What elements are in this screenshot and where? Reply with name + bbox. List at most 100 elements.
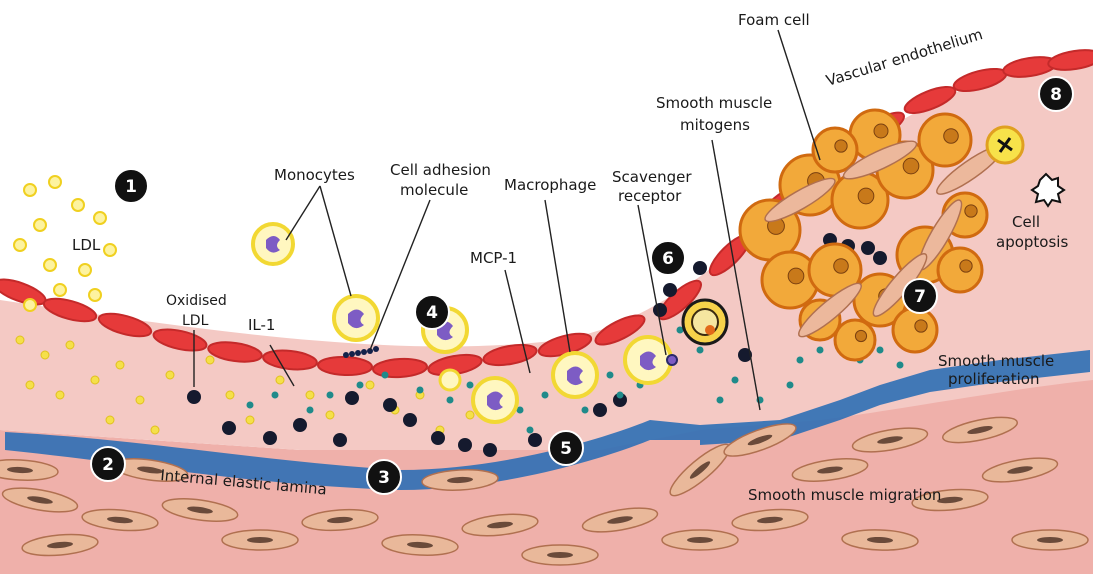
ldl-particle xyxy=(41,351,49,359)
ldl-particle xyxy=(366,381,374,389)
cytokine-particle xyxy=(697,347,704,354)
foam-cell-nucleus xyxy=(835,140,847,152)
label-foam-cell: Foam cell xyxy=(738,11,810,29)
oxidised-ldl-particle xyxy=(663,283,677,297)
ldl-particle xyxy=(56,391,64,399)
label-oxidised-ldl-1: Oxidised xyxy=(166,293,227,309)
step-number: 2 xyxy=(102,455,114,475)
oxidised-ldl-particle xyxy=(693,261,707,275)
ldl-particle xyxy=(24,299,36,311)
ldl-particle xyxy=(106,416,114,424)
cytokine-particle xyxy=(272,392,279,399)
ldl-particle xyxy=(276,376,284,384)
cytokine-particle xyxy=(582,407,589,414)
label-cell-apoptosis-1: Cell xyxy=(1012,213,1040,231)
step-number: 1 xyxy=(125,177,137,197)
label-oxidised-ldl-2: LDL xyxy=(182,313,209,329)
oxidised-ldl-particle xyxy=(528,433,542,447)
ldl-particle xyxy=(66,341,74,349)
ldl-particle xyxy=(72,199,84,211)
cytokine-particle xyxy=(817,347,824,354)
label-cell-apoptosis-2: apoptosis xyxy=(996,233,1068,251)
oxidised-ldl-particle xyxy=(222,421,236,435)
cytokine-particle xyxy=(787,382,794,389)
oxidised-ldl-particle xyxy=(873,251,887,265)
cytokine-particle xyxy=(607,372,614,379)
ldl-particle xyxy=(91,376,99,384)
cytokine-particle xyxy=(247,402,254,409)
foam-cell-nucleus xyxy=(834,259,849,274)
cytokine-particle xyxy=(897,362,904,369)
oxidised-ldl-particle xyxy=(293,418,307,432)
cytokine-particle xyxy=(542,392,549,399)
label-cell-adhesion-1: Cell adhesion xyxy=(390,161,491,179)
foam-cell-nucleus xyxy=(903,158,919,174)
label-scavenger-2: receptor xyxy=(618,187,682,205)
foam-cell xyxy=(813,128,857,172)
step-number: 8 xyxy=(1050,85,1062,105)
label-smooth-muscle-mitogens-1: Smooth muscle xyxy=(656,94,772,112)
cytokine-particle xyxy=(877,347,884,354)
foam-cell-nucleus xyxy=(944,129,959,144)
step-badge-4: 4 xyxy=(415,295,449,329)
label-cell-adhesion-2: molecule xyxy=(400,181,468,199)
ldl-particle xyxy=(26,381,34,389)
ldl-particle xyxy=(54,284,66,296)
foam-cell-nucleus xyxy=(855,330,866,341)
smooth-muscle-nucleus xyxy=(1037,537,1063,543)
ldl-particle xyxy=(104,244,116,256)
oxidised-ldl-particle xyxy=(431,431,445,445)
cytokine-particle xyxy=(307,407,314,414)
step-number: 5 xyxy=(560,439,572,459)
step-badge-8: 8 xyxy=(1039,77,1073,111)
oxidised-ldl-particle xyxy=(187,390,201,404)
foam-cell-nucleus xyxy=(788,268,804,284)
cytokine-particle xyxy=(417,387,424,394)
cytokine-particle xyxy=(527,427,534,434)
monocyte-adhering xyxy=(334,296,378,340)
oxidised-ldl-particle xyxy=(483,443,497,457)
step-badge-6: 6 xyxy=(651,241,685,275)
ldl-particle xyxy=(306,391,314,399)
oxidised-ldl-particle xyxy=(383,398,397,412)
cytokine-particle xyxy=(617,392,624,399)
ldl-particle xyxy=(24,184,36,196)
label-il1: IL-1 xyxy=(248,316,275,334)
cytokine-particle xyxy=(717,397,724,404)
ldl-particle xyxy=(246,416,254,424)
ldl-particle xyxy=(34,219,46,231)
step-badge-1: 1 xyxy=(114,169,148,203)
ldl-particle xyxy=(206,356,214,364)
cytokine-particle xyxy=(447,397,454,404)
ldl-particle xyxy=(166,371,174,379)
step-number: 7 xyxy=(914,287,926,307)
ldl-particle xyxy=(89,289,101,301)
smooth-muscle-nucleus xyxy=(687,537,713,543)
label-smooth-muscle-mitogens-2: mitogens xyxy=(680,116,750,134)
oxidised-ldl-particle xyxy=(593,403,607,417)
ldl-particle xyxy=(94,212,106,224)
step-badge-3: 3 xyxy=(367,460,401,494)
ldl-particle xyxy=(44,259,56,271)
cytokine-particle xyxy=(357,382,364,389)
foam-cell-nucleus xyxy=(858,188,874,204)
label-scavenger-1: Scavenger xyxy=(612,168,692,186)
ldl-particle xyxy=(151,426,159,434)
foam-cell-nucleus xyxy=(915,320,927,332)
oxidised-ldl-particle xyxy=(333,433,347,447)
label-monocytes: Monocytes xyxy=(274,166,355,184)
ldl-particle xyxy=(466,411,474,419)
foam-cell xyxy=(835,320,875,360)
label-ldl: LDL xyxy=(72,236,101,254)
step-badge-5: 5 xyxy=(549,431,583,465)
cytokine-particle xyxy=(732,377,739,384)
cytokine-particle xyxy=(797,357,804,364)
ldl-particle xyxy=(136,396,144,404)
foam-cell-nucleus xyxy=(874,124,888,138)
ldl-particle xyxy=(16,336,24,344)
foam-cell-early xyxy=(683,300,727,344)
step-badge-7: 7 xyxy=(903,279,937,313)
foam-cell-nucleus xyxy=(960,260,972,272)
label-smooth-muscle-proliferation-1: Smooth muscle xyxy=(938,352,1054,370)
